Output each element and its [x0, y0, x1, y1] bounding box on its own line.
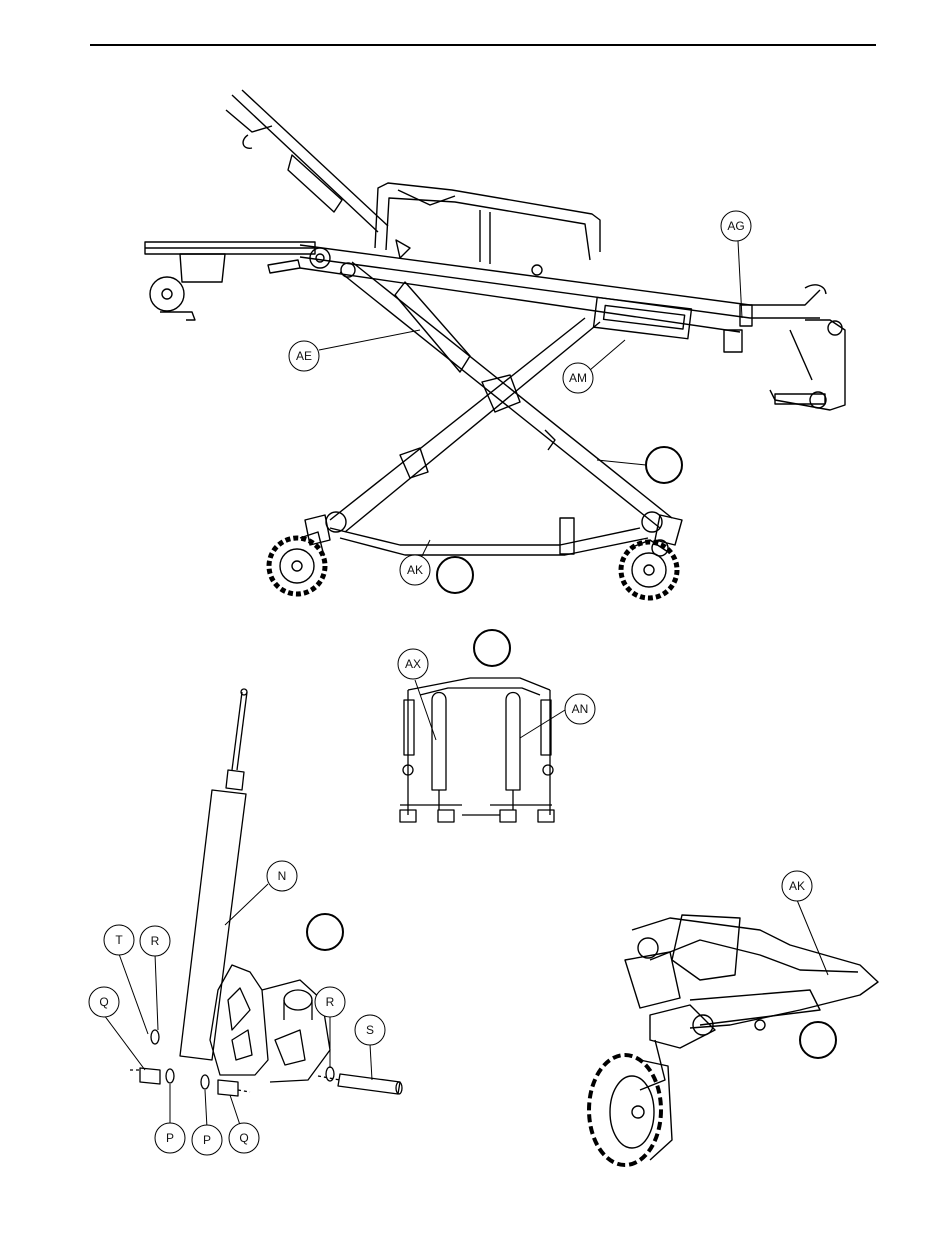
callout-labels: AG AE AM AK AX AN N T	[89, 211, 812, 1155]
reference-marker-5	[800, 1022, 836, 1058]
callout-s: S	[355, 1015, 385, 1045]
svg-text:N: N	[278, 869, 287, 883]
svg-text:P: P	[203, 1133, 211, 1147]
svg-text:R: R	[326, 995, 335, 1009]
callout-ak-detail: AK	[782, 871, 812, 901]
svg-text:Q: Q	[99, 995, 108, 1009]
callout-p-left: P	[155, 1123, 185, 1153]
svg-text:AN: AN	[572, 702, 589, 716]
reference-marker-4	[307, 914, 343, 950]
svg-text:S: S	[366, 1023, 374, 1037]
callout-an: AN	[565, 694, 595, 724]
cot-side-view	[145, 90, 845, 598]
reference-marker-3	[474, 630, 510, 666]
reference-markers	[307, 447, 836, 1058]
callout-r-right: R	[315, 987, 345, 1017]
callout-ax: AX	[398, 649, 428, 679]
callout-n: N	[267, 861, 297, 891]
svg-text:Q: Q	[239, 1131, 248, 1145]
svg-text:P: P	[166, 1131, 174, 1145]
leader-lines	[104, 241, 828, 1128]
svg-text:AK: AK	[407, 563, 423, 577]
svg-text:AX: AX	[405, 657, 421, 671]
svg-text:AK: AK	[789, 879, 805, 893]
callout-t: T	[104, 925, 134, 955]
reference-marker-1	[646, 447, 682, 483]
callout-ag: AG	[721, 211, 751, 241]
callout-q-right: Q	[229, 1123, 259, 1153]
callout-p-right: P	[192, 1125, 222, 1155]
callout-q-left: Q	[89, 987, 119, 1017]
callout-ae: AE	[289, 341, 319, 371]
callout-am: AM	[563, 363, 593, 393]
reference-marker-2	[437, 557, 473, 593]
svg-text:AE: AE	[296, 349, 312, 363]
cot-end-view	[400, 678, 554, 822]
svg-text:AM: AM	[569, 371, 587, 385]
svg-text:R: R	[151, 934, 160, 948]
svg-text:T: T	[115, 933, 123, 947]
svg-text:AG: AG	[727, 219, 744, 233]
callout-r-left: R	[140, 926, 170, 956]
callout-ak-main: AK	[400, 555, 430, 585]
